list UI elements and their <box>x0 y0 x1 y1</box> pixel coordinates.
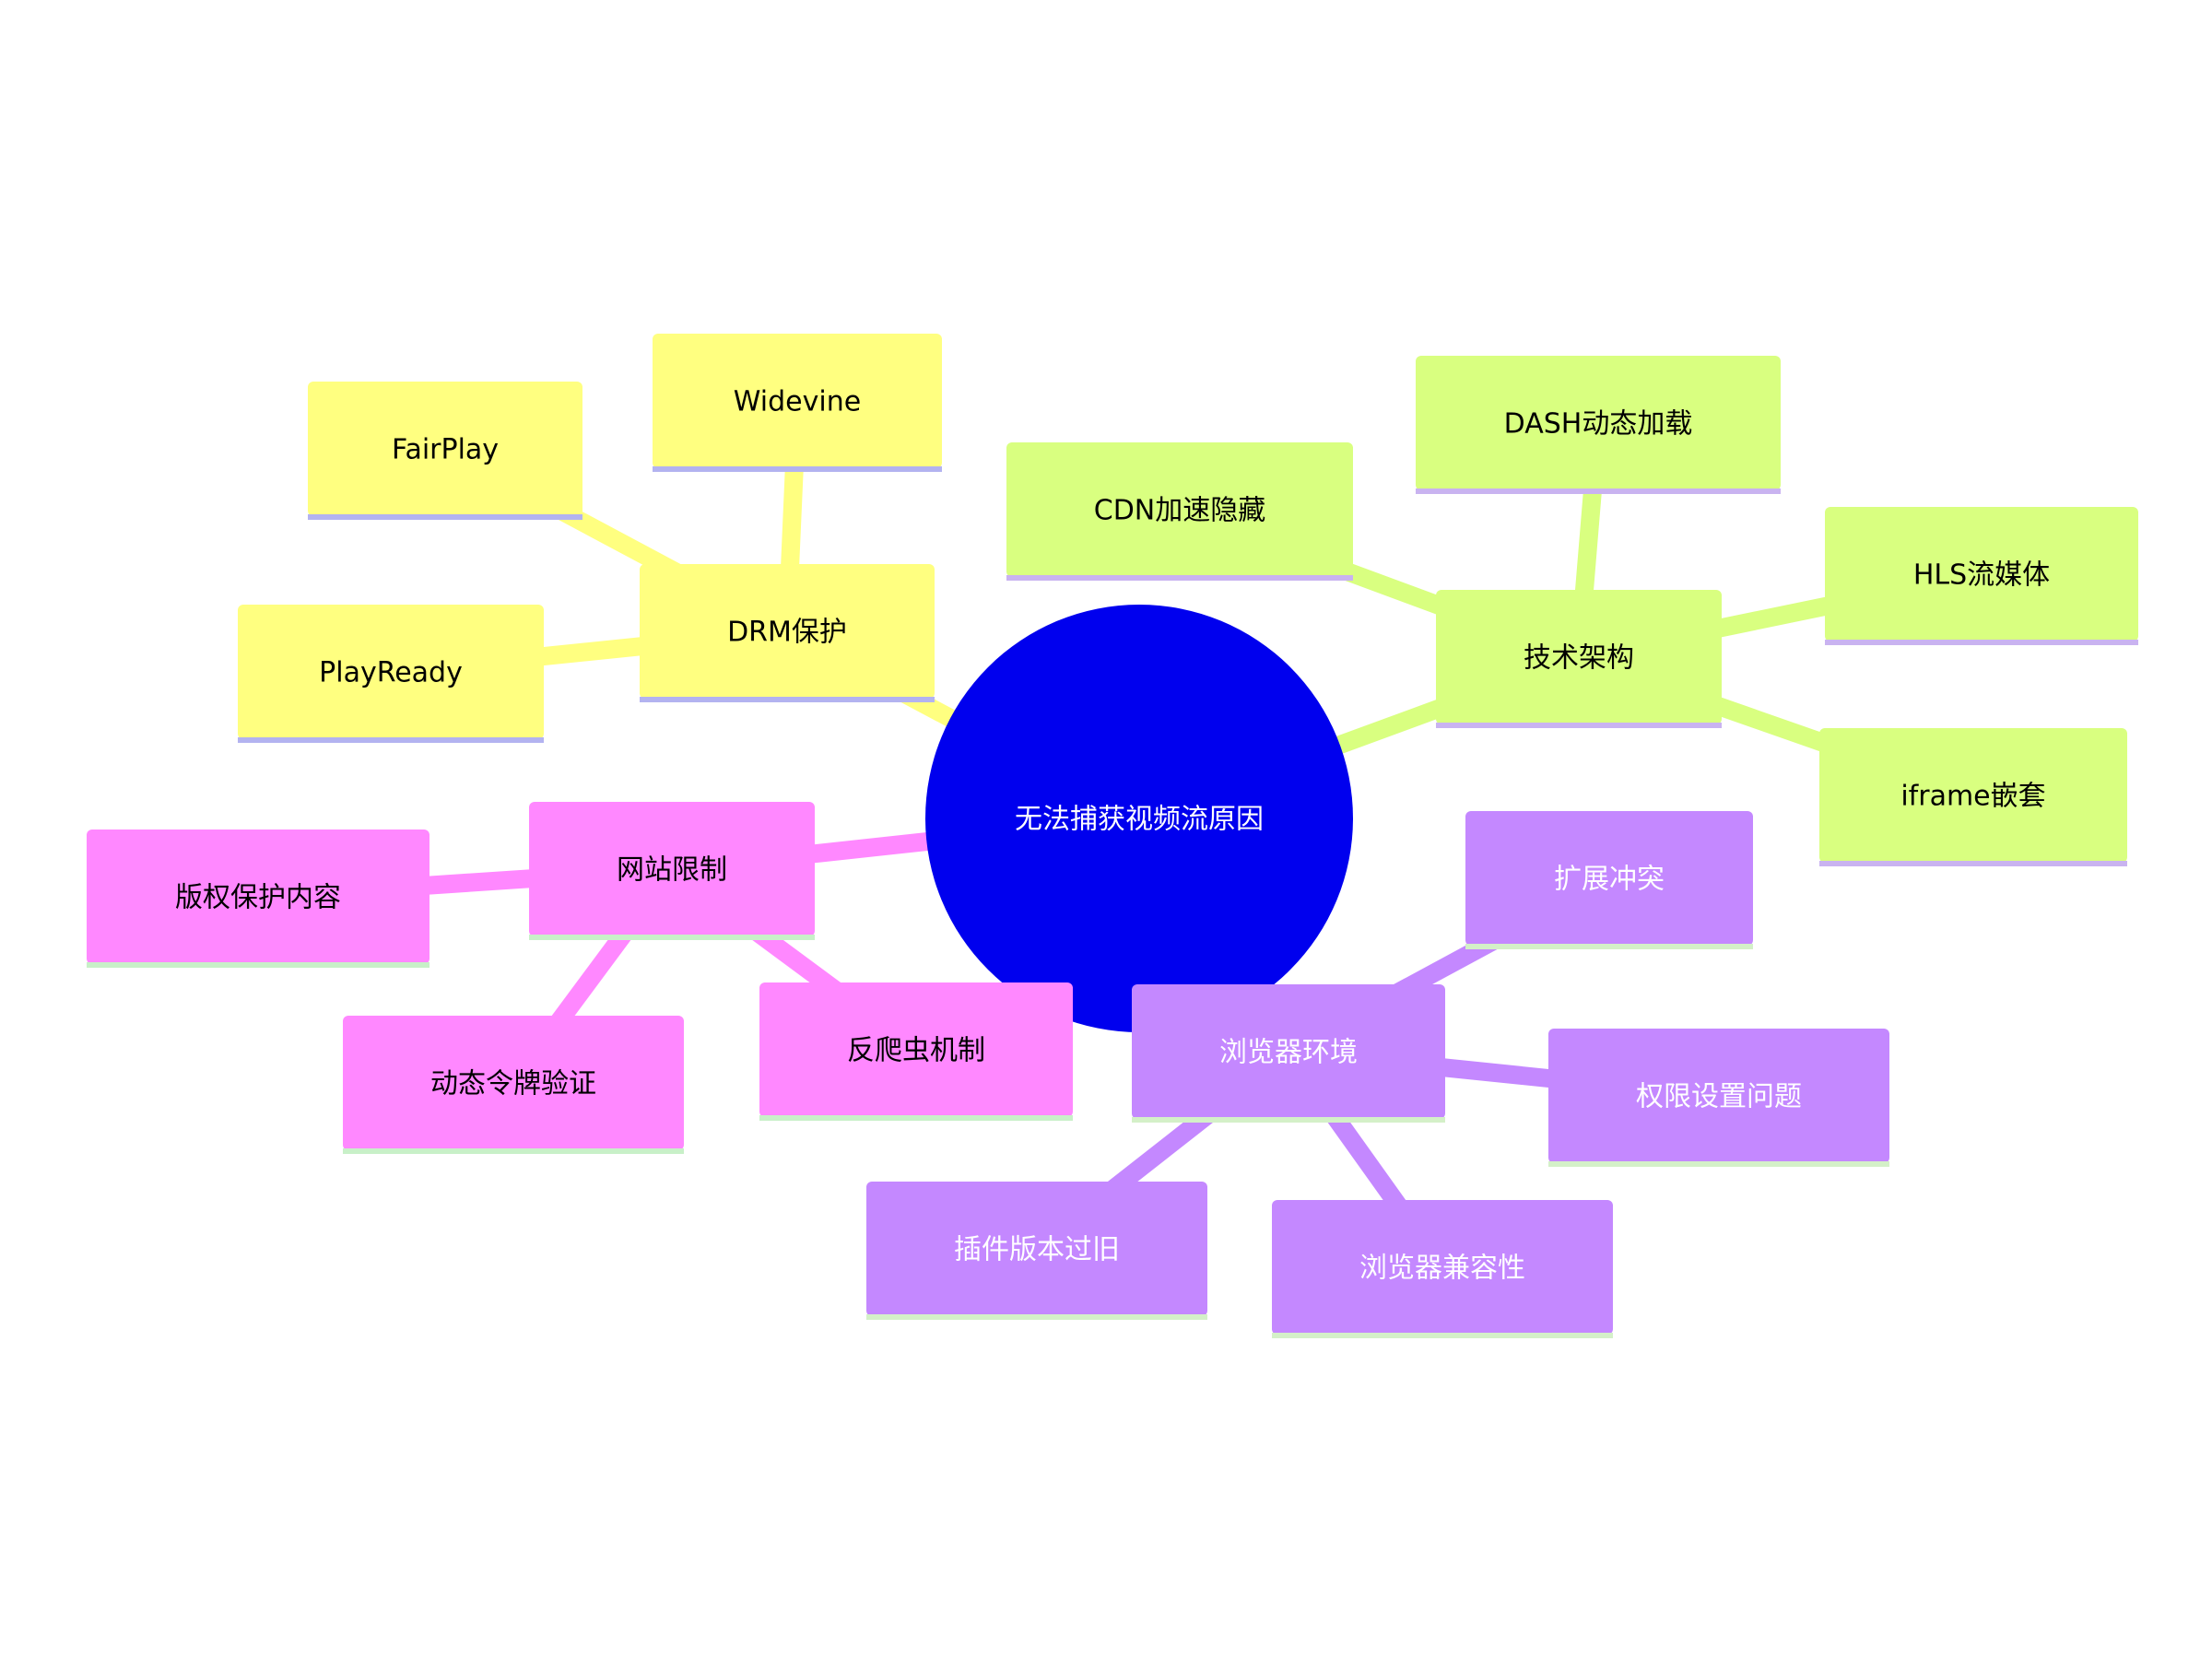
node-underline <box>1465 944 1753 949</box>
node-box <box>1825 507 2138 641</box>
node-label: DRM保护 <box>727 617 847 649</box>
node-box <box>653 334 942 468</box>
node-underline <box>87 962 429 968</box>
node-underline <box>1416 488 1781 494</box>
node-label: 网站限制 <box>617 854 727 887</box>
node-underline <box>1548 1161 1889 1167</box>
node-underline <box>1272 1333 1613 1338</box>
node-box <box>343 1016 684 1150</box>
node-label: PlayReady <box>319 657 463 689</box>
node-dash[interactable]: DASH动态加载 <box>1416 356 1781 494</box>
node-anticrawl[interactable]: 反爬虫机制 <box>759 982 1073 1121</box>
node-drm[interactable]: DRM保护 <box>640 564 935 702</box>
node-label: iframe嵌套 <box>1900 781 2045 813</box>
node-label: 浏览器兼容性 <box>1359 1253 1525 1285</box>
node-label: DASH动态加载 <box>1504 408 1693 441</box>
node-label: 扩展冲突 <box>1554 864 1665 896</box>
node-playready[interactable]: PlayReady <box>238 605 544 743</box>
node-underline <box>529 935 815 940</box>
node-box <box>759 982 1073 1117</box>
node-label: Widevine <box>734 386 861 418</box>
root-circle <box>925 605 1353 1032</box>
node-label: 浏览器环境 <box>1219 1037 1358 1069</box>
node-box <box>1548 1029 1889 1163</box>
node-box <box>1132 984 1445 1119</box>
node-hls[interactable]: HLS流媒体 <box>1825 507 2138 645</box>
root-node[interactable]: 无法捕获视频流原因 <box>925 605 1353 1032</box>
node-label: 插件版本过旧 <box>954 1234 1120 1266</box>
node-box <box>87 830 429 964</box>
node-label: 版权保护内容 <box>175 882 341 914</box>
node-underline <box>1132 1117 1445 1123</box>
node-underline <box>866 1314 1207 1320</box>
node-fairplay[interactable]: FairPlay <box>308 382 582 520</box>
node-box <box>308 382 582 516</box>
node-box <box>1436 590 1722 724</box>
root-label: 无法捕获视频流原因 <box>1015 804 1264 836</box>
node-underline <box>640 697 935 702</box>
node-widevine[interactable]: Widevine <box>653 334 942 472</box>
node-label: 技术架构 <box>1524 642 1634 675</box>
node-box <box>866 1182 1207 1316</box>
node-label: CDN加速隐藏 <box>1094 495 1266 527</box>
node-underline <box>653 466 942 472</box>
node-box <box>1006 442 1353 577</box>
node-underline <box>343 1148 684 1154</box>
node-box <box>529 802 815 936</box>
node-label: 反爬虫机制 <box>847 1035 985 1067</box>
node-box <box>1416 356 1781 490</box>
node-token[interactable]: 动态令牌验证 <box>343 1016 684 1154</box>
node-underline <box>308 514 582 520</box>
node-site[interactable]: 网站限制 <box>529 802 815 940</box>
node-underline <box>759 1115 1073 1121</box>
node-label: HLS流媒体 <box>1913 559 2050 592</box>
node-cdn[interactable]: CDN加速隐藏 <box>1006 442 1353 581</box>
node-box <box>1819 728 2127 863</box>
root-layer: 无法捕获视频流原因 <box>925 605 1353 1032</box>
node-underline <box>1825 640 2138 645</box>
node-copyright[interactable]: 版权保护内容 <box>87 830 429 968</box>
node-browser[interactable]: 浏览器环境 <box>1132 984 1445 1123</box>
node-label: FairPlay <box>392 434 499 466</box>
node-iframe[interactable]: iframe嵌套 <box>1819 728 2127 866</box>
node-label: 权限设置问题 <box>1636 1081 1802 1113</box>
node-box <box>238 605 544 739</box>
node-box <box>1272 1200 1613 1335</box>
node-label: 动态令牌验证 <box>430 1068 596 1100</box>
node-tech[interactable]: 技术架构 <box>1436 590 1722 728</box>
node-box <box>640 564 935 699</box>
node-plugin[interactable]: 插件版本过旧 <box>866 1182 1207 1320</box>
node-underline <box>238 737 544 743</box>
node-box <box>1465 811 1753 946</box>
node-underline <box>1436 723 1722 728</box>
node-underline <box>1819 861 2127 866</box>
node-compat[interactable]: 浏览器兼容性 <box>1272 1200 1613 1338</box>
node-perm[interactable]: 权限设置问题 <box>1548 1029 1889 1167</box>
node-underline <box>1006 575 1353 581</box>
node-ext[interactable]: 扩展冲突 <box>1465 811 1753 949</box>
